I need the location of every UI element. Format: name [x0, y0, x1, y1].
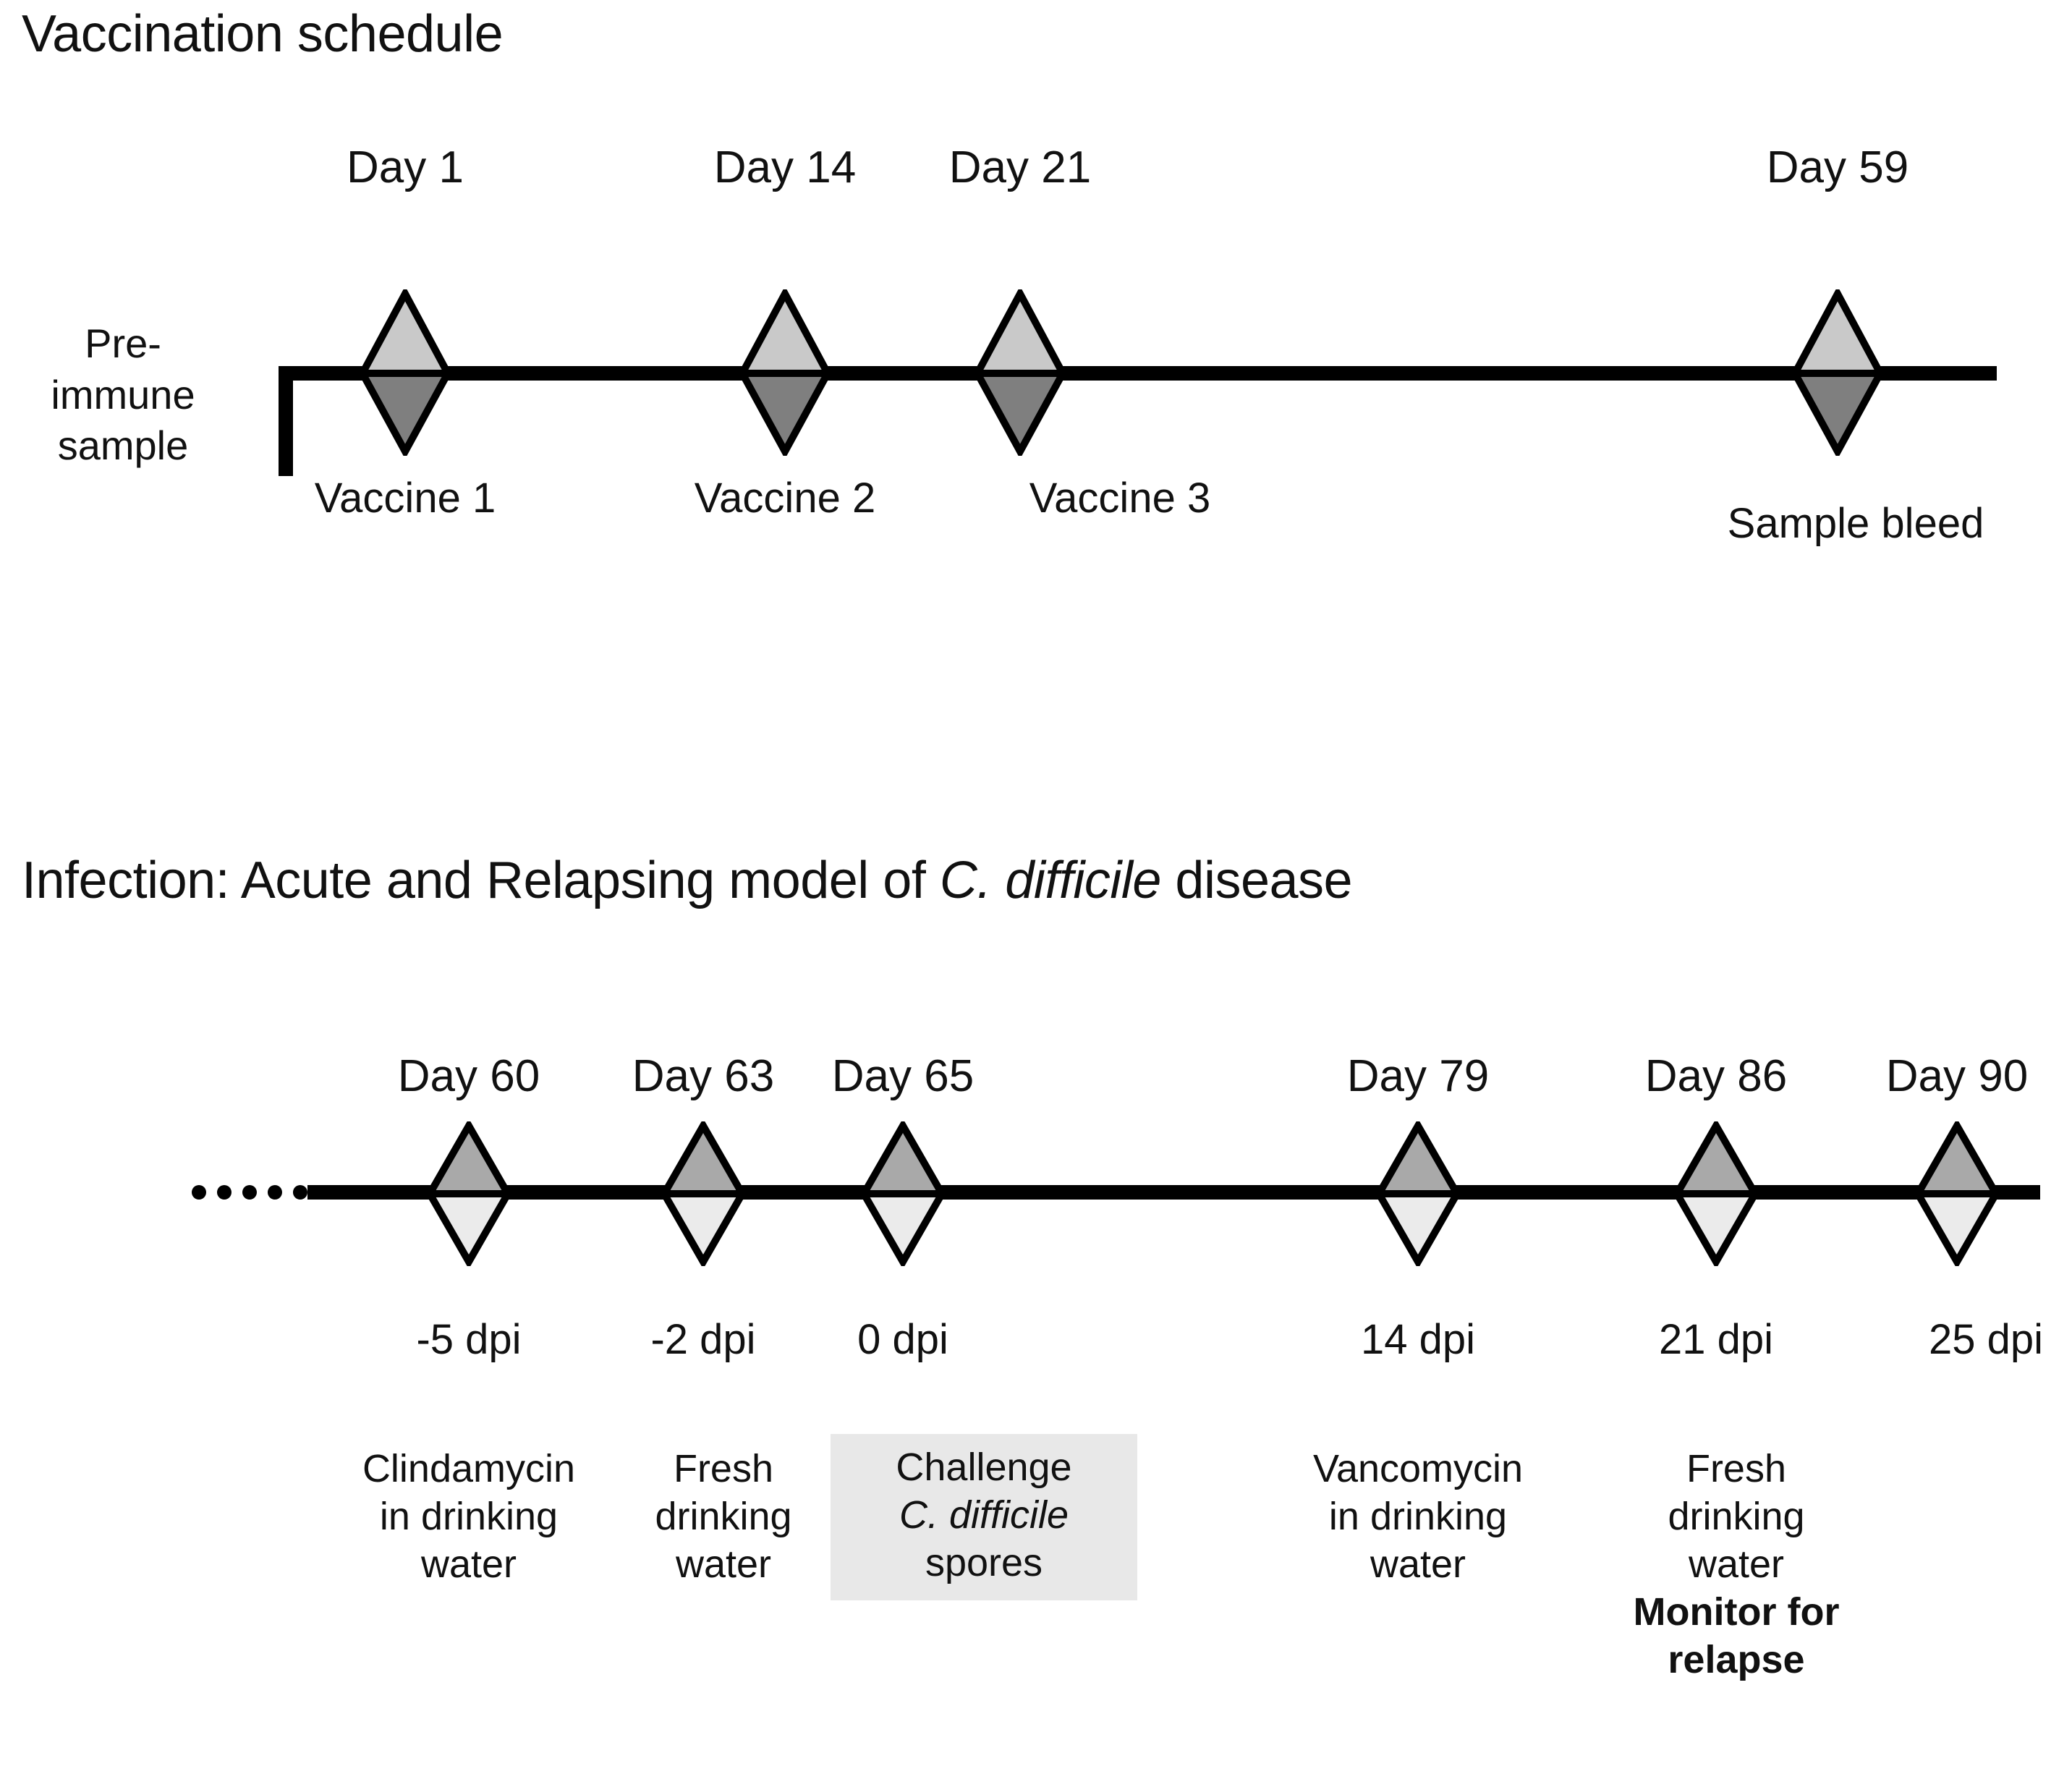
vaccination-timeline-start-tick: [279, 366, 293, 476]
detail-line: water: [420, 1542, 517, 1586]
detail-line: Fresh: [673, 1447, 774, 1490]
day-label-day-21: Day 21: [948, 143, 1092, 192]
vaccination-timeline-axis: [279, 366, 1997, 381]
pre-immune-sample-annotation: Pre- immune sample: [51, 318, 195, 472]
dpi-label-minus-2: -2 dpi: [650, 1316, 756, 1363]
detail-clindamycin: Clindamycin in drinking water: [331, 1446, 606, 1589]
day-label-day-1: Day 1: [347, 143, 464, 192]
day-label-day-14: Day 14: [713, 143, 857, 192]
infection-title-prefix: Infection: Acute and Relapsing model of: [22, 852, 940, 909]
detail-fresh-water-1: Fresh drinking water: [622, 1446, 825, 1589]
dpi-label-21: 21 dpi: [1658, 1316, 1774, 1363]
detail-vancomycin: Vancomycin in drinking water: [1273, 1446, 1563, 1589]
dpi-label-25: 25 dpi: [1928, 1316, 2044, 1363]
detail-line: Challenge: [896, 1446, 1072, 1489]
pre-immune-line-2: immune: [51, 371, 195, 417]
infection-title-species: C. difficile: [939, 852, 1162, 909]
dpi-label-0: 0 dpi: [857, 1316, 948, 1363]
event-label-sample-bleed: Sample bleed: [1727, 500, 1984, 547]
vaccination-schedule-title: Vaccination schedule: [22, 5, 504, 63]
detail-line-species: C. difficile: [899, 1493, 1069, 1537]
infection-model-title: Infection: Acute and Relapsing model of …: [22, 851, 1353, 910]
event-label-vaccine-2: Vaccine 2: [694, 475, 876, 522]
monitor-relapse-line-2: relapse: [1668, 1637, 1805, 1681]
day-label-day-59: Day 59: [1766, 143, 1909, 192]
detail-line: spores: [925, 1540, 1043, 1584]
day-label-day-79: Day 79: [1346, 1051, 1490, 1101]
day-label-day-90: Day 90: [1885, 1051, 2029, 1101]
detail-challenge-spores: Challenge C. difficile spores: [831, 1434, 1137, 1600]
pre-immune-line-1: Pre-: [85, 321, 161, 366]
detail-line: Clindamycin: [362, 1447, 576, 1490]
dpi-label-14: 14 dpi: [1360, 1316, 1476, 1363]
monitor-relapse-line-1: Monitor for: [1633, 1590, 1840, 1634]
dpi-label-minus-5: -5 dpi: [416, 1316, 522, 1363]
detail-line: water: [1370, 1542, 1466, 1586]
infection-title-suffix: disease: [1160, 852, 1353, 909]
detail-line: water: [675, 1542, 772, 1586]
pre-immune-line-3: sample: [57, 423, 189, 469]
infection-timeline-dotted-lead: [192, 1185, 307, 1200]
day-label-day-63: Day 63: [632, 1051, 775, 1101]
day-label-day-60: Day 60: [397, 1051, 540, 1101]
infection-timeline-axis: [307, 1185, 2040, 1200]
event-label-vaccine-3: Vaccine 3: [1029, 475, 1211, 522]
detail-fresh-water-2: Fresh drinking water Monitor for relapse: [1628, 1446, 1845, 1684]
event-label-vaccine-1: Vaccine 1: [314, 475, 496, 522]
day-label-day-86: Day 86: [1644, 1051, 1788, 1101]
detail-line: Fresh: [1686, 1447, 1787, 1490]
detail-line: water: [1688, 1542, 1785, 1586]
day-label-day-65: Day 65: [831, 1051, 975, 1101]
detail-line: drinking: [655, 1494, 792, 1538]
detail-line: in drinking: [379, 1494, 559, 1538]
detail-line: Vancomycin: [1312, 1447, 1524, 1490]
detail-line: drinking: [1668, 1494, 1805, 1538]
detail-line: in drinking: [1328, 1494, 1508, 1538]
